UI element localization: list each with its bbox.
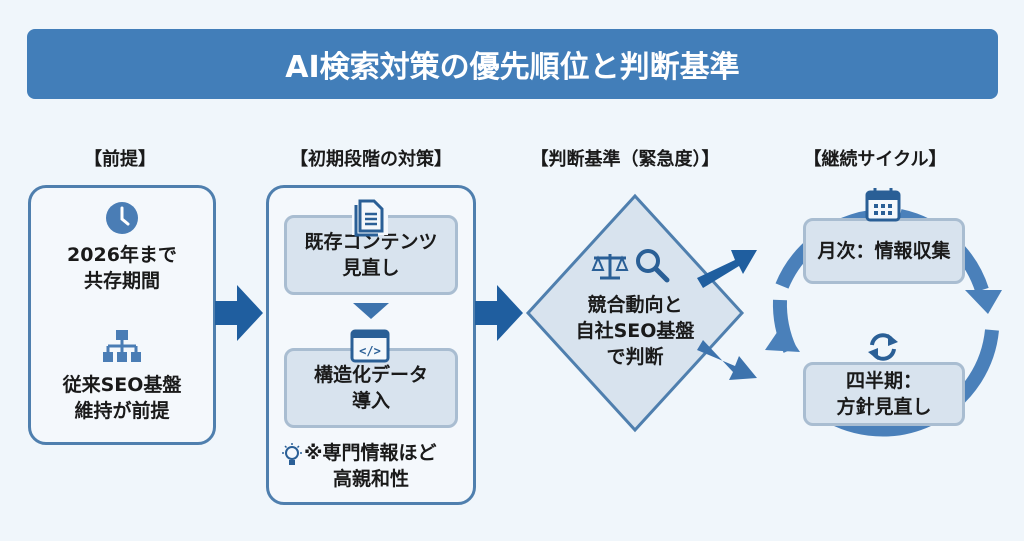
arrow-premise-to-initial	[215, 285, 263, 341]
arrow-up-right	[697, 250, 757, 288]
cycle-quarterly-line1: 四半期：	[845, 370, 922, 392]
cycle-arrowhead-right	[965, 290, 1002, 314]
section-label-cycle: 【継続サイクル】	[803, 149, 947, 170]
title-banner: AI検索対策の優先順位と判断基準	[27, 29, 998, 99]
page-title: AI検索対策の優先順位と判断基準	[285, 50, 740, 85]
step-2-line1: 構造化データ	[313, 364, 428, 386]
premise-item-2-line2: 維持が前提	[74, 400, 170, 422]
clock-icon	[106, 202, 138, 234]
sitemap-icon	[103, 330, 141, 362]
cycle-arrowhead-left	[765, 325, 800, 352]
svg-text:</>: </>	[359, 344, 381, 358]
premise-item-1-line2: 共存期間	[83, 270, 160, 292]
cycle-quarterly: 四半期： 方針見直し	[803, 362, 965, 426]
cycle-quarterly-line2: 方針見直し	[836, 396, 932, 418]
note-line2: 高親和性	[332, 468, 409, 490]
cycle-monthly: 月次：情報収集	[803, 218, 965, 284]
lightbulb-icon	[282, 443, 302, 465]
section-label-premise: 【前提】	[84, 149, 156, 170]
step-structured-data: 構造化データ 導入	[284, 348, 458, 428]
criteria-line2: 自社SEO基盤	[575, 320, 695, 342]
document-icon	[352, 195, 388, 237]
arrow-initial-to-criteria	[475, 285, 523, 341]
down-triangle-icon	[353, 303, 389, 319]
step-1-line2: 見直し	[342, 257, 400, 279]
note-line1: ※専門情報ほど	[304, 442, 437, 464]
magnifier-icon	[636, 249, 670, 283]
arrow-down-right	[697, 340, 757, 380]
code-window-icon: </>	[350, 329, 390, 363]
step-1-line1: 既存コンテンツ	[304, 231, 438, 253]
section-label-initial: 【初期段階の対策】	[290, 149, 452, 170]
premise-item-1-line1: 2026年まで	[67, 244, 177, 266]
refresh-icon	[868, 333, 898, 361]
criteria-line3: で判断	[606, 346, 664, 368]
premise-item-2-line1: 従来SEO基盤	[62, 374, 182, 396]
calendar-icon	[865, 188, 901, 222]
criteria-line1: 競合動向と	[587, 294, 683, 316]
cycle-monthly-text: 月次：情報収集	[817, 240, 951, 262]
scale-icon	[591, 254, 629, 280]
step-2-line2: 導入	[351, 390, 390, 412]
section-label-criteria: 【判断基準（緊急度）】	[530, 149, 720, 170]
